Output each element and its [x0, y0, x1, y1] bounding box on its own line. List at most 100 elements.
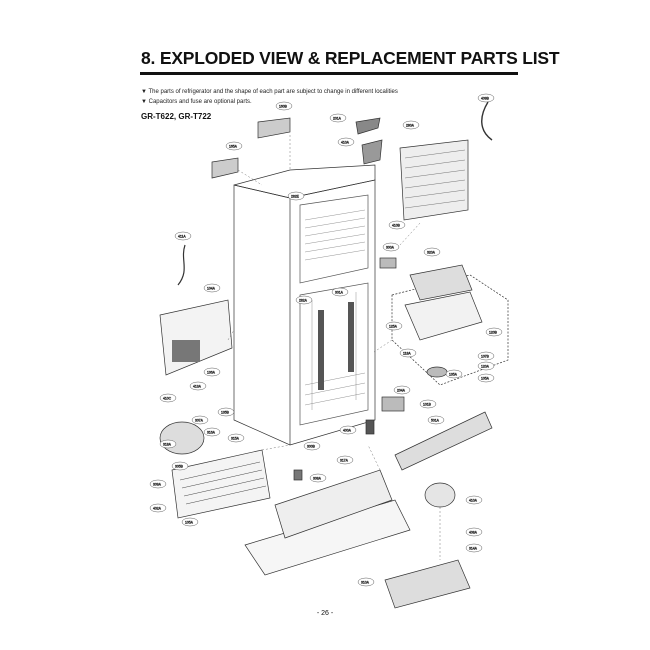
- svg-text:160B: 160B: [279, 105, 288, 109]
- svg-text:101B: 101B: [423, 403, 432, 407]
- cabinet-top: [233, 164, 376, 199]
- svg-text:107B: 107B: [481, 355, 490, 359]
- svg-text:201A: 201A: [333, 117, 342, 121]
- power-cord: [177, 244, 186, 286]
- svg-text:309A: 309A: [153, 483, 162, 487]
- callout: 501A: [427, 415, 445, 425]
- callout: 301A: [331, 287, 349, 297]
- long-bar-part: [394, 411, 493, 471]
- svg-text:410A: 410A: [469, 499, 478, 503]
- page-title: 8. EXPLODED VIEW & REPLACEMENT PARTS LIS…: [141, 48, 560, 68]
- fridge-compartment: [299, 282, 369, 426]
- svg-text:410A: 410A: [341, 141, 350, 145]
- hinge-part-2: [361, 139, 383, 165]
- callout: 309A: [149, 479, 167, 489]
- note-line-1: ▼ The parts of refrigerator and the shap…: [141, 89, 398, 95]
- svg-text:118A: 118A: [403, 352, 411, 356]
- callout: 408A: [465, 527, 483, 537]
- svg-text:316A: 316A: [207, 431, 216, 435]
- svg-text:105A: 105A: [481, 377, 490, 381]
- callout: 201A: [329, 113, 347, 123]
- svg-text:136A: 136A: [207, 371, 216, 375]
- svg-text:120A: 120A: [481, 365, 490, 369]
- callout: 104A: [203, 283, 221, 293]
- callout: 125A: [385, 321, 403, 331]
- svg-text:400A: 400A: [343, 429, 352, 433]
- callout: 402A: [149, 503, 167, 513]
- power-cord-top: [481, 101, 493, 141]
- svg-text:300A: 300A: [386, 246, 395, 250]
- callout: 105A: [477, 373, 495, 383]
- callout: 120B: [485, 327, 503, 337]
- svg-text:300B: 300B: [307, 445, 316, 449]
- machine-compartment-cover: [274, 469, 393, 539]
- svg-text:135B: 135B: [221, 411, 230, 415]
- svg-text:135A: 135A: [449, 373, 458, 377]
- svg-text:305B: 305B: [175, 465, 184, 469]
- callout: 400A: [339, 425, 357, 435]
- svg-text:125A: 125A: [389, 325, 398, 329]
- notes-block: ▼ The parts of refrigerator and the shap…: [141, 87, 398, 107]
- callout: 118A: [399, 348, 417, 358]
- svg-text:408A: 408A: [469, 531, 478, 535]
- callout: 320A: [423, 247, 441, 257]
- fan-shroud: [409, 264, 473, 301]
- svg-text:413A: 413A: [193, 385, 202, 389]
- callout: 413A: [189, 381, 207, 391]
- callout: 316A: [203, 427, 221, 437]
- callout: 314A: [465, 543, 483, 553]
- callout: 410A: [465, 495, 483, 505]
- callout: 107B: [477, 351, 495, 361]
- hinge-part: [355, 117, 381, 135]
- svg-text:105A: 105A: [185, 521, 194, 525]
- callout: 120A: [477, 361, 495, 371]
- callout: 101B: [419, 399, 437, 409]
- callout: 136A: [203, 367, 221, 377]
- callout: 315A: [227, 433, 245, 443]
- svg-text:104A: 104A: [207, 287, 216, 291]
- callout: 409B: [477, 93, 495, 103]
- svg-text:301A: 301A: [335, 291, 344, 295]
- callout: 410A: [337, 137, 355, 147]
- callout: 305B: [171, 461, 189, 471]
- evaporator: [399, 139, 469, 221]
- svg-text:280A: 280A: [406, 124, 415, 128]
- svg-text:411A: 411A: [178, 235, 186, 239]
- callout: 105A: [181, 517, 199, 527]
- fan-motor-plate: [404, 291, 483, 341]
- top-hinge-cover: [257, 117, 291, 139]
- svg-text:410B: 410B: [392, 224, 401, 228]
- callout: 410B: [388, 220, 406, 230]
- callout: 160B: [275, 101, 293, 111]
- svg-text:501A: 501A: [431, 419, 440, 423]
- title-underline: [140, 72, 518, 75]
- rear-cover: [159, 299, 233, 376]
- callout: 282A: [295, 295, 313, 305]
- drain-fan: [424, 482, 456, 508]
- front-hinge-cover: [211, 157, 239, 179]
- svg-text:410C: 410C: [163, 397, 172, 401]
- svg-text:318A: 318A: [163, 443, 172, 447]
- callout: 282E: [287, 191, 305, 201]
- callout: 318A: [159, 439, 177, 449]
- svg-text:402A: 402A: [153, 507, 162, 511]
- svg-text:307A: 307A: [195, 419, 204, 423]
- callout: 135B: [217, 407, 235, 417]
- condenser: [171, 449, 271, 519]
- callout: 307A: [191, 415, 209, 425]
- callout: 308A: [309, 473, 327, 483]
- compressor: [159, 421, 205, 455]
- callout: 204A: [393, 385, 411, 395]
- svg-text:308A: 308A: [313, 477, 322, 481]
- callout: 410C: [159, 393, 177, 403]
- svg-text:282E: 282E: [291, 195, 300, 199]
- model-label: GR-T622, GR-T722: [141, 112, 212, 121]
- callout: 411A: [174, 231, 192, 241]
- drain-pan: [384, 559, 471, 609]
- callout-group: 160B 165A 201A 280A 409B 410A 282E 410B …: [149, 93, 503, 587]
- svg-text:310A: 310A: [361, 581, 370, 585]
- svg-text:282A: 282A: [299, 299, 308, 303]
- svg-text:120B: 120B: [489, 331, 498, 335]
- callout: 317A: [336, 455, 354, 465]
